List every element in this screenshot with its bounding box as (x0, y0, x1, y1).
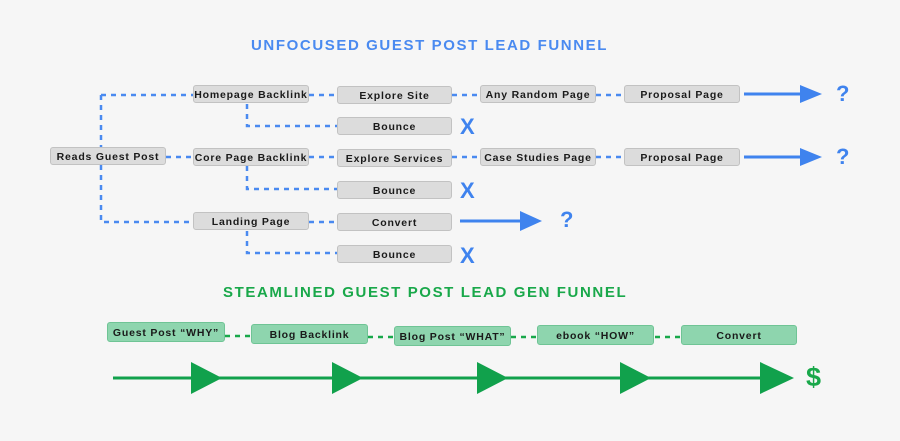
node-explore-services: Explore Services (337, 149, 452, 167)
node-landing-page: Landing Page (193, 212, 309, 230)
question-icon-2: ? (836, 144, 850, 169)
node-proposal-page-2: Proposal Page (624, 148, 740, 166)
question-icon-1: ? (836, 81, 850, 106)
node-reads-guest-post: Reads Guest Post (50, 147, 166, 165)
node-bounce-3: Bounce (337, 245, 452, 263)
node-convert-streamlined: Convert (681, 325, 797, 345)
dollar-icon: $ (806, 362, 822, 392)
node-blog-post-what: Blog Post “WHAT” (394, 326, 511, 346)
node-bounce-1: Bounce (337, 117, 452, 135)
question-icon-3: ? (560, 207, 574, 232)
green-triangle-4 (620, 362, 651, 394)
connector-homepage-bounce (245, 104, 337, 128)
bounce-x-icon-2: X (460, 178, 475, 203)
node-case-studies-page: Case Studies Page (480, 148, 596, 166)
node-proposal-page-1: Proposal Page (624, 85, 740, 103)
arrow-head-row3 (520, 211, 542, 231)
node-convert-unfocused: Convert (337, 213, 452, 231)
node-core-page-backlink: Core Page Backlink (193, 148, 309, 166)
streamlined-funnel-title: STEAMLINED GUEST POST LEAD GEN FUNNEL (223, 284, 628, 301)
arrow-head-row1 (800, 85, 822, 103)
connector-landing-bounce (245, 231, 337, 255)
green-triangle-3 (477, 362, 508, 394)
unfocused-funnel-title: UNFOCUSED GUEST POST LEAD FUNNEL (251, 37, 609, 54)
connector-core-bounce (245, 166, 337, 191)
green-triangle-5 (760, 362, 794, 394)
arrow-head-row2 (800, 148, 822, 166)
green-triangle-2 (332, 362, 363, 394)
node-bounce-2: Bounce (337, 181, 452, 199)
node-homepage-backlink: Homepage Backlink (193, 85, 309, 103)
node-explore-site: Explore Site (337, 86, 452, 104)
node-any-random-page: Any Random Page (480, 85, 596, 103)
bounce-x-icon-3: X (460, 243, 475, 268)
bounce-x-icon-1: X (460, 114, 475, 139)
node-guest-post-why: Guest Post “WHY” (107, 322, 225, 342)
node-ebook-how: ebook “HOW” (537, 325, 654, 345)
connector-trunk (99, 95, 193, 224)
green-triangle-1 (191, 362, 222, 394)
node-blog-backlink: Blog Backlink (251, 324, 368, 344)
